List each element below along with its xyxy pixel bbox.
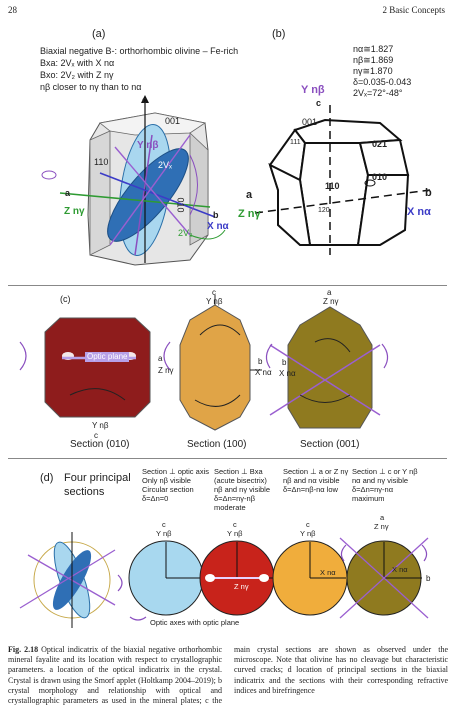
panel-c-s1-right-bot: Z nγ bbox=[158, 366, 174, 375]
panel-c-sections bbox=[19, 295, 389, 431]
panel-a-tag: (a) bbox=[92, 28, 106, 40]
panel-a-x-label: X nα bbox=[207, 221, 229, 232]
panel-d-col-1: Section ⊥ optic axis Only nβ visible Cir… bbox=[142, 467, 209, 503]
panel-d-optic-axes-label: Optic axes with optic plane bbox=[150, 618, 240, 627]
figure-caption-text: Optical indicatrix of the biaxial negati… bbox=[8, 645, 448, 706]
divider-c-top bbox=[8, 285, 447, 286]
panel-b-crystal-drawing bbox=[254, 105, 431, 255]
panel-c-s3-left-bot: X nα bbox=[279, 369, 296, 378]
panel-d-col2-l4: δ=Δn=nγ-nβ bbox=[214, 494, 256, 503]
panel-d-sections bbox=[19, 532, 429, 628]
panel-d-title-line1: Four principal bbox=[64, 472, 131, 484]
panel-d-title-line2: sections bbox=[64, 486, 105, 498]
panel-c-s2-caption: Section (100) bbox=[187, 439, 247, 450]
panel-d-c3-inner: X nα bbox=[320, 568, 336, 577]
panel-b-face-120: 120 bbox=[318, 207, 330, 214]
panel-a-text-3: Bxo: 2V₂ with Z nγ bbox=[40, 70, 114, 80]
panel-c-tag: (c) bbox=[60, 294, 71, 304]
panel-d-c2-top: c bbox=[233, 520, 237, 529]
panel-d-c2-sub: Y nβ bbox=[227, 529, 243, 538]
panel-b-axis-a: a bbox=[246, 189, 253, 201]
panel-d-col4-l4: maximum bbox=[352, 494, 385, 503]
panel-c-s3-left-top: b bbox=[282, 358, 287, 367]
panel-c-s2-top-bot: Y nβ bbox=[206, 297, 223, 306]
panel-a-axis-c: c bbox=[142, 95, 148, 105]
panel-c-s1-caption: Section (010) bbox=[70, 439, 130, 450]
panel-b-axis-c: c bbox=[316, 98, 322, 108]
panel-d-col-2: Section ⊥ Bxa (acute bisectrix) nβ and n… bbox=[214, 467, 270, 512]
page-number: 28 bbox=[8, 5, 17, 15]
panel-c-s2-right-bot: X nα bbox=[255, 368, 272, 377]
panel-c-s2-right-top: b bbox=[258, 357, 263, 366]
panel-a-text-4: nβ closer to nγ than to nα bbox=[40, 82, 142, 92]
panel-d-c3-top: c bbox=[306, 520, 310, 529]
panel-c-s2-top-top: c bbox=[212, 288, 216, 297]
panel-a-2vz: 2V₂ bbox=[178, 228, 193, 238]
panel-d-col2-l5: moderate bbox=[214, 503, 246, 512]
panel-b-x-label: X nα bbox=[407, 206, 431, 218]
panel-d-col-4: Section ⊥ c or Y nβ nα and nγ visible δ=… bbox=[352, 467, 418, 503]
panel-a-text-2: Bxa: 2Vₓ with X nα bbox=[40, 58, 115, 68]
panel-b-axis-b: b bbox=[425, 187, 432, 199]
panel-d-col2-l1: Section ⊥ Bxa bbox=[214, 467, 263, 476]
panel-a-z-label: Z nγ bbox=[64, 206, 85, 217]
panel-d-col3-l3: δ=Δn=nβ-nα low bbox=[283, 485, 338, 494]
panel-d-col3-l2: nβ and nα visible bbox=[283, 476, 340, 485]
panel-a-y-label: Y nβ bbox=[137, 140, 159, 151]
panel-d-c4-right: b bbox=[426, 574, 431, 583]
panel-a-text-1: Biaxial negative B-: orthorhombic olivin… bbox=[40, 46, 239, 56]
panel-d-tag: (d) bbox=[40, 472, 54, 484]
divider-d-top bbox=[8, 458, 447, 459]
panel-c-s1-bot-top: Y nβ bbox=[92, 421, 109, 430]
panel-c-s1-bot-bot: c bbox=[94, 431, 98, 440]
panel-d-col3-l1: Section ⊥ a or Z nγ bbox=[283, 467, 349, 476]
panel-d-col-3: Section ⊥ a or Z nγ nβ and nα visible δ=… bbox=[283, 467, 348, 494]
panel-d-col2-l2: (acute bisectrix) bbox=[214, 476, 267, 485]
panel-c-s3-caption: Section (001) bbox=[300, 439, 360, 450]
panel-d-col2-l3: nβ and nγ visible bbox=[214, 485, 271, 494]
chapter-title: 2 Basic Concepts bbox=[382, 5, 446, 15]
panel-b-face-001: 001 bbox=[302, 117, 318, 127]
panel-d-col4-l1: Section ⊥ c or Y nβ bbox=[352, 467, 418, 476]
panel-a-2vx: 2Vₓ bbox=[158, 160, 172, 170]
panel-c-s3-top-bot: Z nγ bbox=[323, 297, 339, 306]
figure-number: Fig. 2.18 bbox=[8, 645, 39, 654]
panel-d-c3-sub: Y nβ bbox=[300, 529, 316, 538]
panel-d-c2-inner: Z nγ bbox=[234, 582, 249, 591]
panel-d-col4-l3: δ=Δn=nγ-nα bbox=[352, 485, 394, 494]
panel-d-col1-l1: Section ⊥ optic axis bbox=[142, 467, 209, 476]
panel-b-tag: (b) bbox=[272, 28, 286, 40]
panel-c-s3-top-top: a bbox=[327, 288, 332, 297]
panel-c-optic-plane-label: Optic plane bbox=[85, 352, 130, 362]
panel-d-col1-l4: δ=Δn=0 bbox=[142, 494, 169, 503]
panel-b-value-4: δ=0.035-0.043 bbox=[353, 77, 412, 87]
panel-a-face-010: 010 bbox=[175, 197, 186, 213]
panel-d-col4-l2: nα and nγ visible bbox=[352, 476, 409, 485]
panel-a-face-001: 001 bbox=[165, 116, 181, 126]
panel-b-value-3: nγ≅1.870 bbox=[353, 66, 393, 76]
panel-a-axis-b: b bbox=[213, 210, 219, 220]
panel-c-s1-right-top: a bbox=[158, 354, 163, 363]
panel-b-face-110: 110 bbox=[325, 181, 340, 191]
panel-b-value-5: 2Vₓ=72°-48° bbox=[353, 88, 403, 98]
panel-b-y-label: Y nβ bbox=[301, 84, 325, 96]
panel-b-z-label: Z nγ bbox=[238, 208, 261, 220]
panel-b-face-021: 021 bbox=[372, 139, 388, 149]
panel-a-crystal-indicatrix bbox=[41, 95, 226, 266]
panel-d-c4-sub: Z nγ bbox=[374, 522, 389, 531]
panel-a-face-110: 110 bbox=[94, 157, 109, 167]
panel-b-value-1: nα≅1.827 bbox=[353, 44, 394, 54]
panel-d-col1-l2: Only nβ visible bbox=[142, 476, 191, 485]
panel-d-c4-top: a bbox=[380, 513, 385, 522]
panel-d-c4-inner: X nα bbox=[392, 565, 408, 574]
panel-b-face-111: 111 bbox=[290, 139, 301, 146]
figure-caption: Fig. 2.18 Optical indicatrix of the biax… bbox=[8, 645, 448, 706]
panel-a-axis-a: a bbox=[65, 188, 71, 198]
panel-d-c1-sub: Y nβ bbox=[156, 529, 172, 538]
panel-d-col1-l3: Circular section bbox=[142, 485, 194, 494]
panel-b-value-2: nβ≅1.869 bbox=[353, 55, 394, 65]
panel-b-face-010: 010 bbox=[372, 172, 388, 182]
panel-d-c1-top: c bbox=[162, 520, 166, 529]
